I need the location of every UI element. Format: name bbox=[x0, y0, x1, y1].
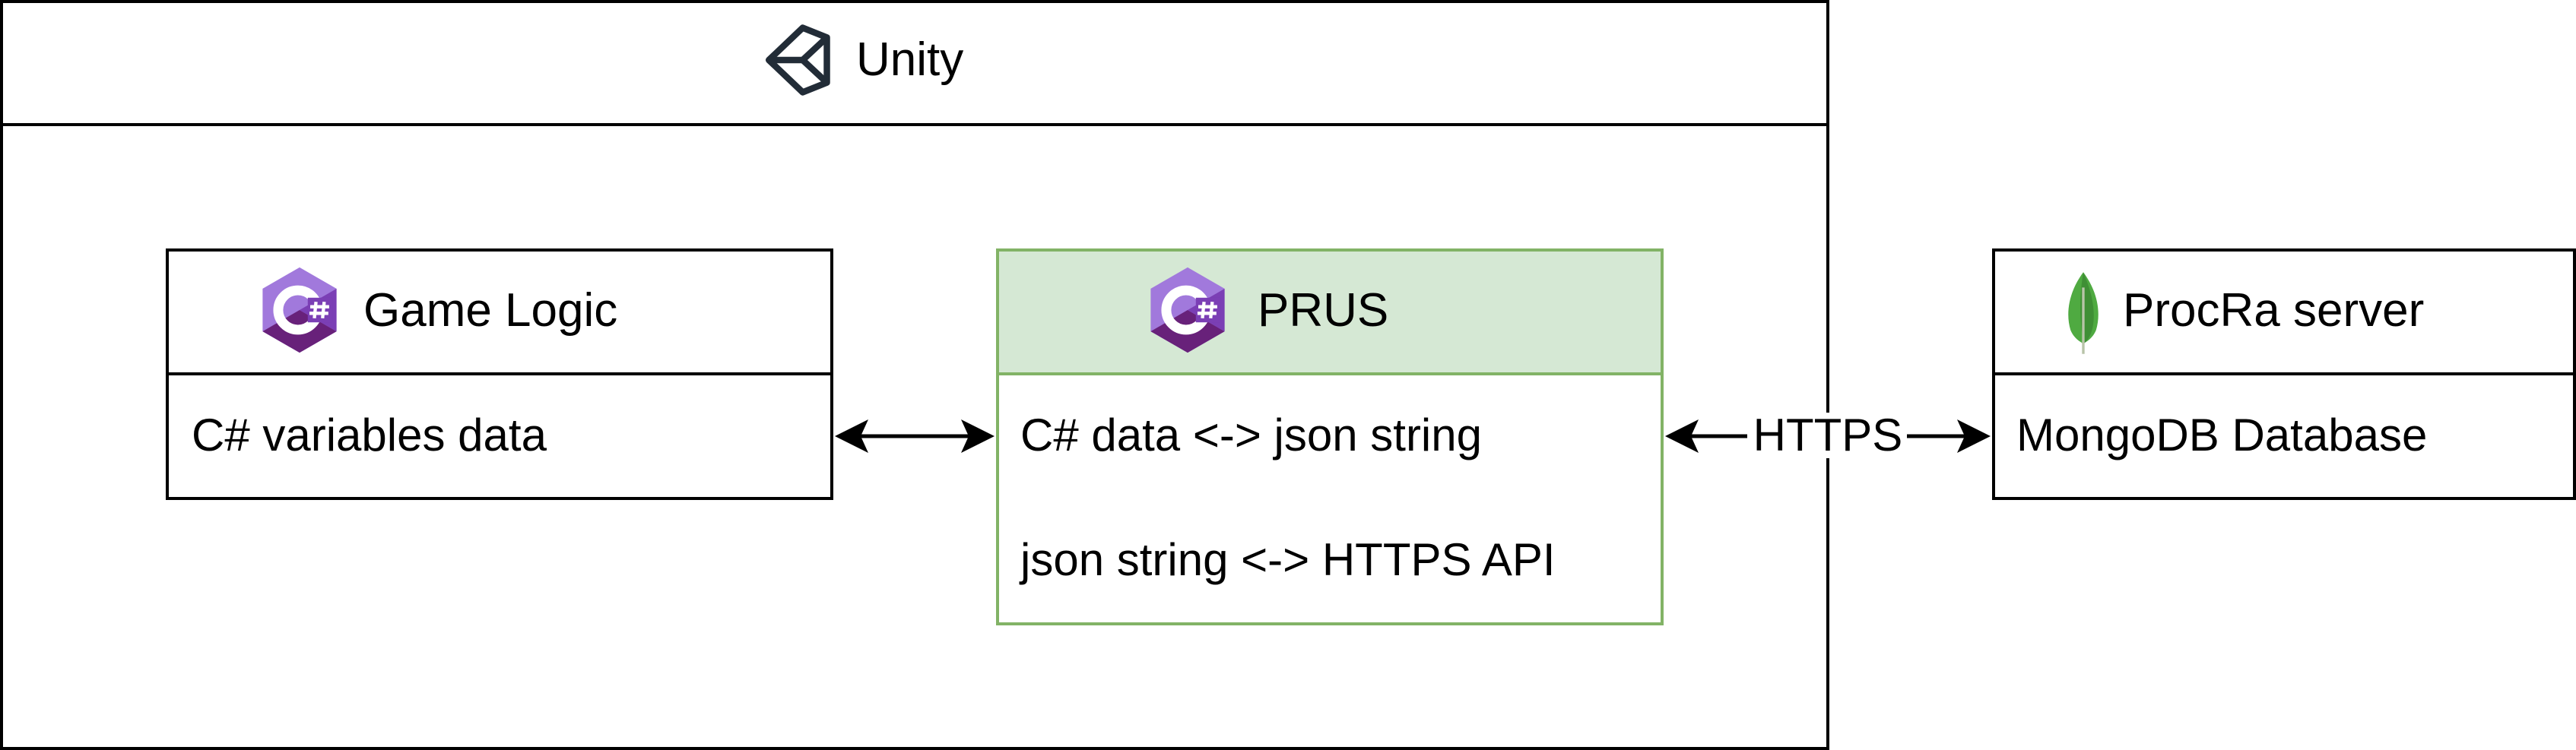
edge-prus-procra bbox=[1665, 419, 1991, 453]
procra-header-divider bbox=[1992, 372, 2576, 375]
game-logic-row: C# variables data bbox=[192, 410, 547, 460]
prus-row-2: json string <-> HTTPS API bbox=[1020, 534, 1556, 585]
csharp-logo-icon bbox=[1147, 264, 1229, 356]
prus-box bbox=[996, 248, 1664, 625]
mongodb-leaf-icon bbox=[2062, 271, 2105, 356]
edge-label-https: HTTPS bbox=[1752, 410, 1904, 460]
csharp-logo-icon bbox=[259, 264, 341, 356]
procra-title: ProcRa server bbox=[2123, 284, 2425, 337]
unity-logo-icon bbox=[753, 20, 833, 100]
edge-gamelogic-prus bbox=[835, 419, 995, 453]
game-logic-header-divider bbox=[166, 372, 833, 375]
prus-row-1: C# data <-> json string bbox=[1020, 410, 1483, 460]
prus-header-divider bbox=[996, 372, 1664, 375]
prus-header-fill bbox=[996, 248, 1664, 375]
game-logic-title: Game Logic bbox=[363, 284, 618, 337]
prus-title: PRUS bbox=[1258, 284, 1389, 337]
unity-header-divider bbox=[0, 123, 1829, 126]
unity-title: Unity bbox=[856, 33, 964, 86]
procra-row: MongoDB Database bbox=[2016, 410, 2428, 460]
